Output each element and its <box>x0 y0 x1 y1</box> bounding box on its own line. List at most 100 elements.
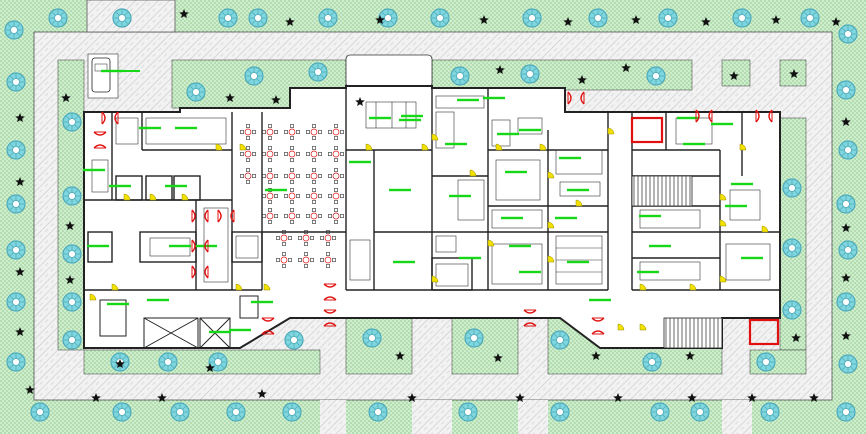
room-tag <box>711 122 733 126</box>
room-tag <box>369 116 391 120</box>
shrub-icon <box>375 15 385 24</box>
room-tag <box>401 114 423 118</box>
door-swing <box>719 219 727 227</box>
shrub-icon <box>701 17 711 26</box>
round-table-icon <box>320 252 336 268</box>
door-swing <box>431 133 439 141</box>
double-door-icon <box>523 309 537 327</box>
shrub-icon <box>515 393 525 402</box>
room-tag <box>147 298 169 302</box>
tree-icon <box>186 82 206 102</box>
shrub-icon <box>15 327 25 336</box>
tree-icon <box>838 24 858 44</box>
tree-icon <box>646 66 666 86</box>
shrub-icon <box>729 71 739 80</box>
tree-icon <box>6 140 26 160</box>
door-swing <box>89 293 97 301</box>
room-tags <box>83 69 763 334</box>
double-door-icon <box>93 131 107 149</box>
tree-icon <box>6 352 26 372</box>
tree-icon <box>218 8 238 28</box>
shrub-icon <box>205 363 215 372</box>
tree-icon <box>522 8 542 28</box>
shrub-icon <box>563 17 573 26</box>
tree-icon <box>732 8 752 28</box>
door-swing <box>149 193 157 201</box>
tree-icon <box>62 244 82 264</box>
tree-icon <box>362 328 382 348</box>
tree-icon <box>112 402 132 422</box>
tree-icon <box>158 352 178 372</box>
round-table-icon <box>306 188 322 204</box>
room-tag <box>683 142 705 146</box>
shrub-icon <box>791 333 801 342</box>
room-tag <box>457 98 479 102</box>
door-swings <box>89 127 769 331</box>
tree-icon <box>48 8 68 28</box>
shrub-icon <box>115 359 125 368</box>
room-tag <box>483 96 505 100</box>
round-table-icon <box>240 146 256 162</box>
round-table-icon <box>240 168 256 184</box>
room-tag <box>169 244 191 248</box>
room-tag <box>505 170 527 174</box>
round-table-icon <box>328 188 344 204</box>
double-door-icon <box>323 283 337 301</box>
tree-icon <box>588 8 608 28</box>
round-table-icon <box>298 252 314 268</box>
room-tag <box>399 118 421 122</box>
room-tag <box>109 184 131 188</box>
room-tag <box>519 128 541 132</box>
tree-icon <box>430 8 450 28</box>
round-table-icon <box>276 230 292 246</box>
round-table-icon <box>306 168 322 184</box>
shrub-icon <box>495 65 505 74</box>
door-swing <box>539 143 547 151</box>
round-table-icon <box>306 124 322 140</box>
door-swing <box>547 221 555 229</box>
shrub-icon <box>577 75 587 84</box>
tree-icon <box>650 402 670 422</box>
shrub-icon <box>831 17 841 26</box>
room-tag <box>393 260 415 264</box>
room-tag <box>501 216 523 220</box>
round-table-icon <box>284 168 300 184</box>
door-swing <box>487 239 495 247</box>
shrub-icon <box>841 331 851 340</box>
room-tag <box>677 116 699 120</box>
shrub-icon <box>841 223 851 232</box>
tree-icon <box>308 62 328 82</box>
door-swing <box>761 225 769 233</box>
round-table-icon <box>262 124 278 140</box>
shrub-icon <box>395 351 405 360</box>
shrub-icon <box>61 93 71 102</box>
door-swing <box>495 143 503 151</box>
room-tag <box>139 126 161 130</box>
room-tag <box>741 256 763 260</box>
tree-icon <box>62 186 82 206</box>
tree-icon <box>782 178 802 198</box>
room-tag <box>459 256 481 260</box>
shrub-icon <box>15 267 25 276</box>
double-door-icon <box>695 109 713 123</box>
round-table-icon <box>328 168 344 184</box>
room-tag <box>165 184 187 188</box>
round-table-icon <box>262 208 278 224</box>
stairs <box>631 175 723 349</box>
room-tag <box>589 298 611 302</box>
tree-icon <box>836 80 856 100</box>
door-swing <box>235 283 243 291</box>
shrub-icon <box>687 393 697 402</box>
tree-icon <box>550 402 570 422</box>
shrub-icon <box>685 351 695 360</box>
tree-icon <box>368 402 388 422</box>
shrub-icon <box>493 353 503 362</box>
door-swing <box>689 283 697 291</box>
door-swing <box>263 283 271 291</box>
shrub-icon <box>285 17 295 26</box>
trees <box>4 8 858 422</box>
round-table-icon <box>240 124 256 140</box>
door-swing <box>719 275 727 283</box>
room-tag <box>195 244 217 248</box>
room-tag <box>449 194 471 198</box>
